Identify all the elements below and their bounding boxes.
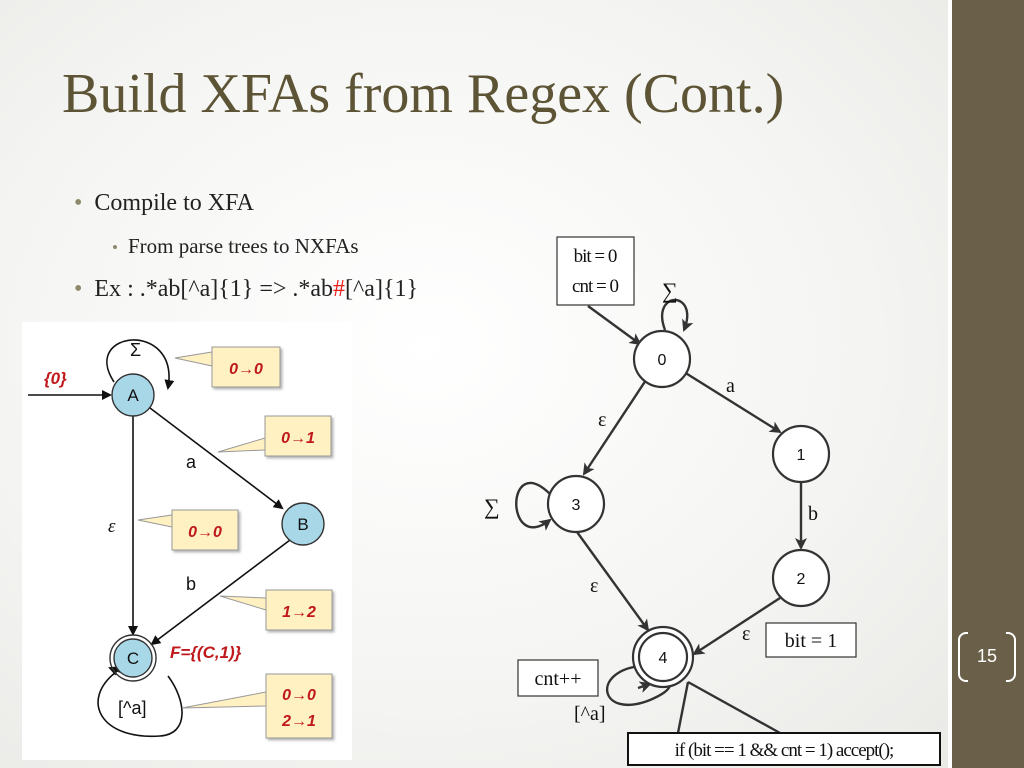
accept-pointer-left	[676, 681, 690, 734]
bullet-parse-trees: • From parse trees to NXFAs	[112, 234, 359, 259]
slide-sidebar	[948, 0, 1024, 768]
page-number: 15	[976, 645, 998, 666]
callout-a: 0→1	[217, 415, 332, 457]
callout-sigma: 0→0	[174, 346, 281, 388]
cnt-inc-box	[517, 659, 599, 697]
loop-4-arrowhead	[637, 681, 652, 693]
page-badge-right-bracket	[1006, 632, 1016, 682]
bullet-example: • Ex : .*ab[^a]{1} => .*ab#[^a]{1}	[74, 276, 418, 303]
state-4	[637, 631, 689, 683]
accept-pointer-right	[687, 680, 781, 735]
edge-a-b	[149, 407, 284, 510]
state-b-label: B	[297, 515, 308, 534]
loop-4-not-a	[605, 664, 672, 707]
sidebar-divider	[948, 0, 952, 768]
label-epsilon-left: ε	[108, 516, 116, 537]
state-3	[546, 474, 606, 534]
bit-set-text: bit = 1	[785, 630, 837, 652]
bullet-dot-icon: •	[74, 190, 83, 216]
loop-c-arrowhead	[108, 666, 121, 676]
callout-not-a-text-2: 2→1	[281, 713, 316, 730]
right-xfa-diagram: bit = 0 cnt = 0 ∑ a ε b ∑ ε ε	[484, 236, 941, 766]
callout-sigma-text: 0→0	[229, 361, 263, 378]
label-not-a-left: [^a]	[118, 698, 146, 718]
edge-3-4	[576, 531, 650, 632]
label-sigma-3: ∑	[484, 494, 500, 519]
accept-box	[627, 732, 941, 766]
label-b-left: b	[186, 574, 196, 594]
callout-epsilon: 0→0	[137, 509, 239, 551]
callout-epsilon-text: 0→0	[188, 524, 222, 541]
state-0	[632, 329, 692, 389]
state-c-outer	[109, 634, 157, 682]
state-1-label: 1	[797, 447, 806, 464]
bit-set-box	[765, 622, 857, 658]
edge-0-3	[582, 379, 648, 476]
final-label: F={(C,1)}	[170, 643, 242, 662]
state-a	[111, 373, 155, 417]
cnt-inc-text: cnt++	[535, 668, 582, 690]
edge-0-1	[683, 370, 782, 434]
example-prefix: Ex : .*ab[^a]{1} => .*ab	[94, 276, 334, 302]
state-a-label: A	[127, 386, 139, 405]
left-nxfa-diagram: {0} Σ a ε b [^a] A B C F={(C	[22, 322, 352, 760]
page-badge-left-bracket	[958, 632, 968, 682]
state-4-label: 4	[659, 650, 668, 667]
label-epsilon-03: ε	[598, 409, 606, 431]
init-line-2: cnt = 0	[572, 276, 618, 297]
label-sigma-left: Σ	[130, 340, 141, 360]
state-0-label: 0	[658, 352, 667, 369]
label-sigma-0: ∑	[662, 278, 678, 303]
start-label: {0}	[44, 369, 67, 388]
state-c	[113, 638, 153, 678]
state-1	[771, 424, 831, 484]
init-box	[556, 236, 635, 306]
edge-2-4	[692, 596, 781, 656]
accept-text: if (bit == 1 && cnt = 1) accept();	[675, 740, 894, 761]
init-arrow	[587, 305, 642, 346]
bullet-dot-icon: •	[74, 276, 83, 302]
bullet-dot-icon: •	[112, 238, 118, 257]
callout-b-text: 1→2	[282, 604, 316, 621]
edge-b-c	[150, 539, 291, 646]
callout-not-a-text-1: 0→0	[282, 687, 316, 704]
loop-3-sigma	[515, 481, 552, 531]
bullet-compile-text: Compile to XFA	[94, 190, 254, 216]
state-2	[771, 548, 831, 608]
label-not-a-right: [^a]	[574, 703, 606, 725]
loop-0-sigma	[661, 298, 694, 332]
loop-c-not-a	[97, 671, 183, 737]
state-c-label: C	[127, 649, 139, 668]
label-epsilon-24: ε	[742, 623, 750, 645]
state-2-label: 2	[797, 571, 806, 588]
callout-a-text: 0→1	[281, 430, 315, 447]
callout-b: 1→2	[219, 589, 333, 631]
example-suffix: [^a]{1}	[345, 276, 418, 302]
bullet-compile: • Compile to XFA	[74, 190, 254, 217]
slide-title: Build XFAs from Regex (Cont.)	[62, 63, 785, 125]
state-b	[281, 502, 325, 546]
callout-not-a: 0→0 2→1	[181, 673, 333, 739]
bullet-parse-trees-text: From parse trees to NXFAs	[127, 234, 359, 258]
init-line-1: bit = 0	[574, 246, 617, 267]
example-hash: #	[333, 276, 346, 302]
label-a-right: a	[726, 375, 735, 397]
loop-a-sigma	[106, 339, 175, 390]
label-b-right: b	[808, 503, 818, 525]
label-a-left: a	[186, 452, 197, 472]
state-3-label: 3	[572, 497, 581, 514]
label-epsilon-34: ε	[590, 575, 598, 597]
